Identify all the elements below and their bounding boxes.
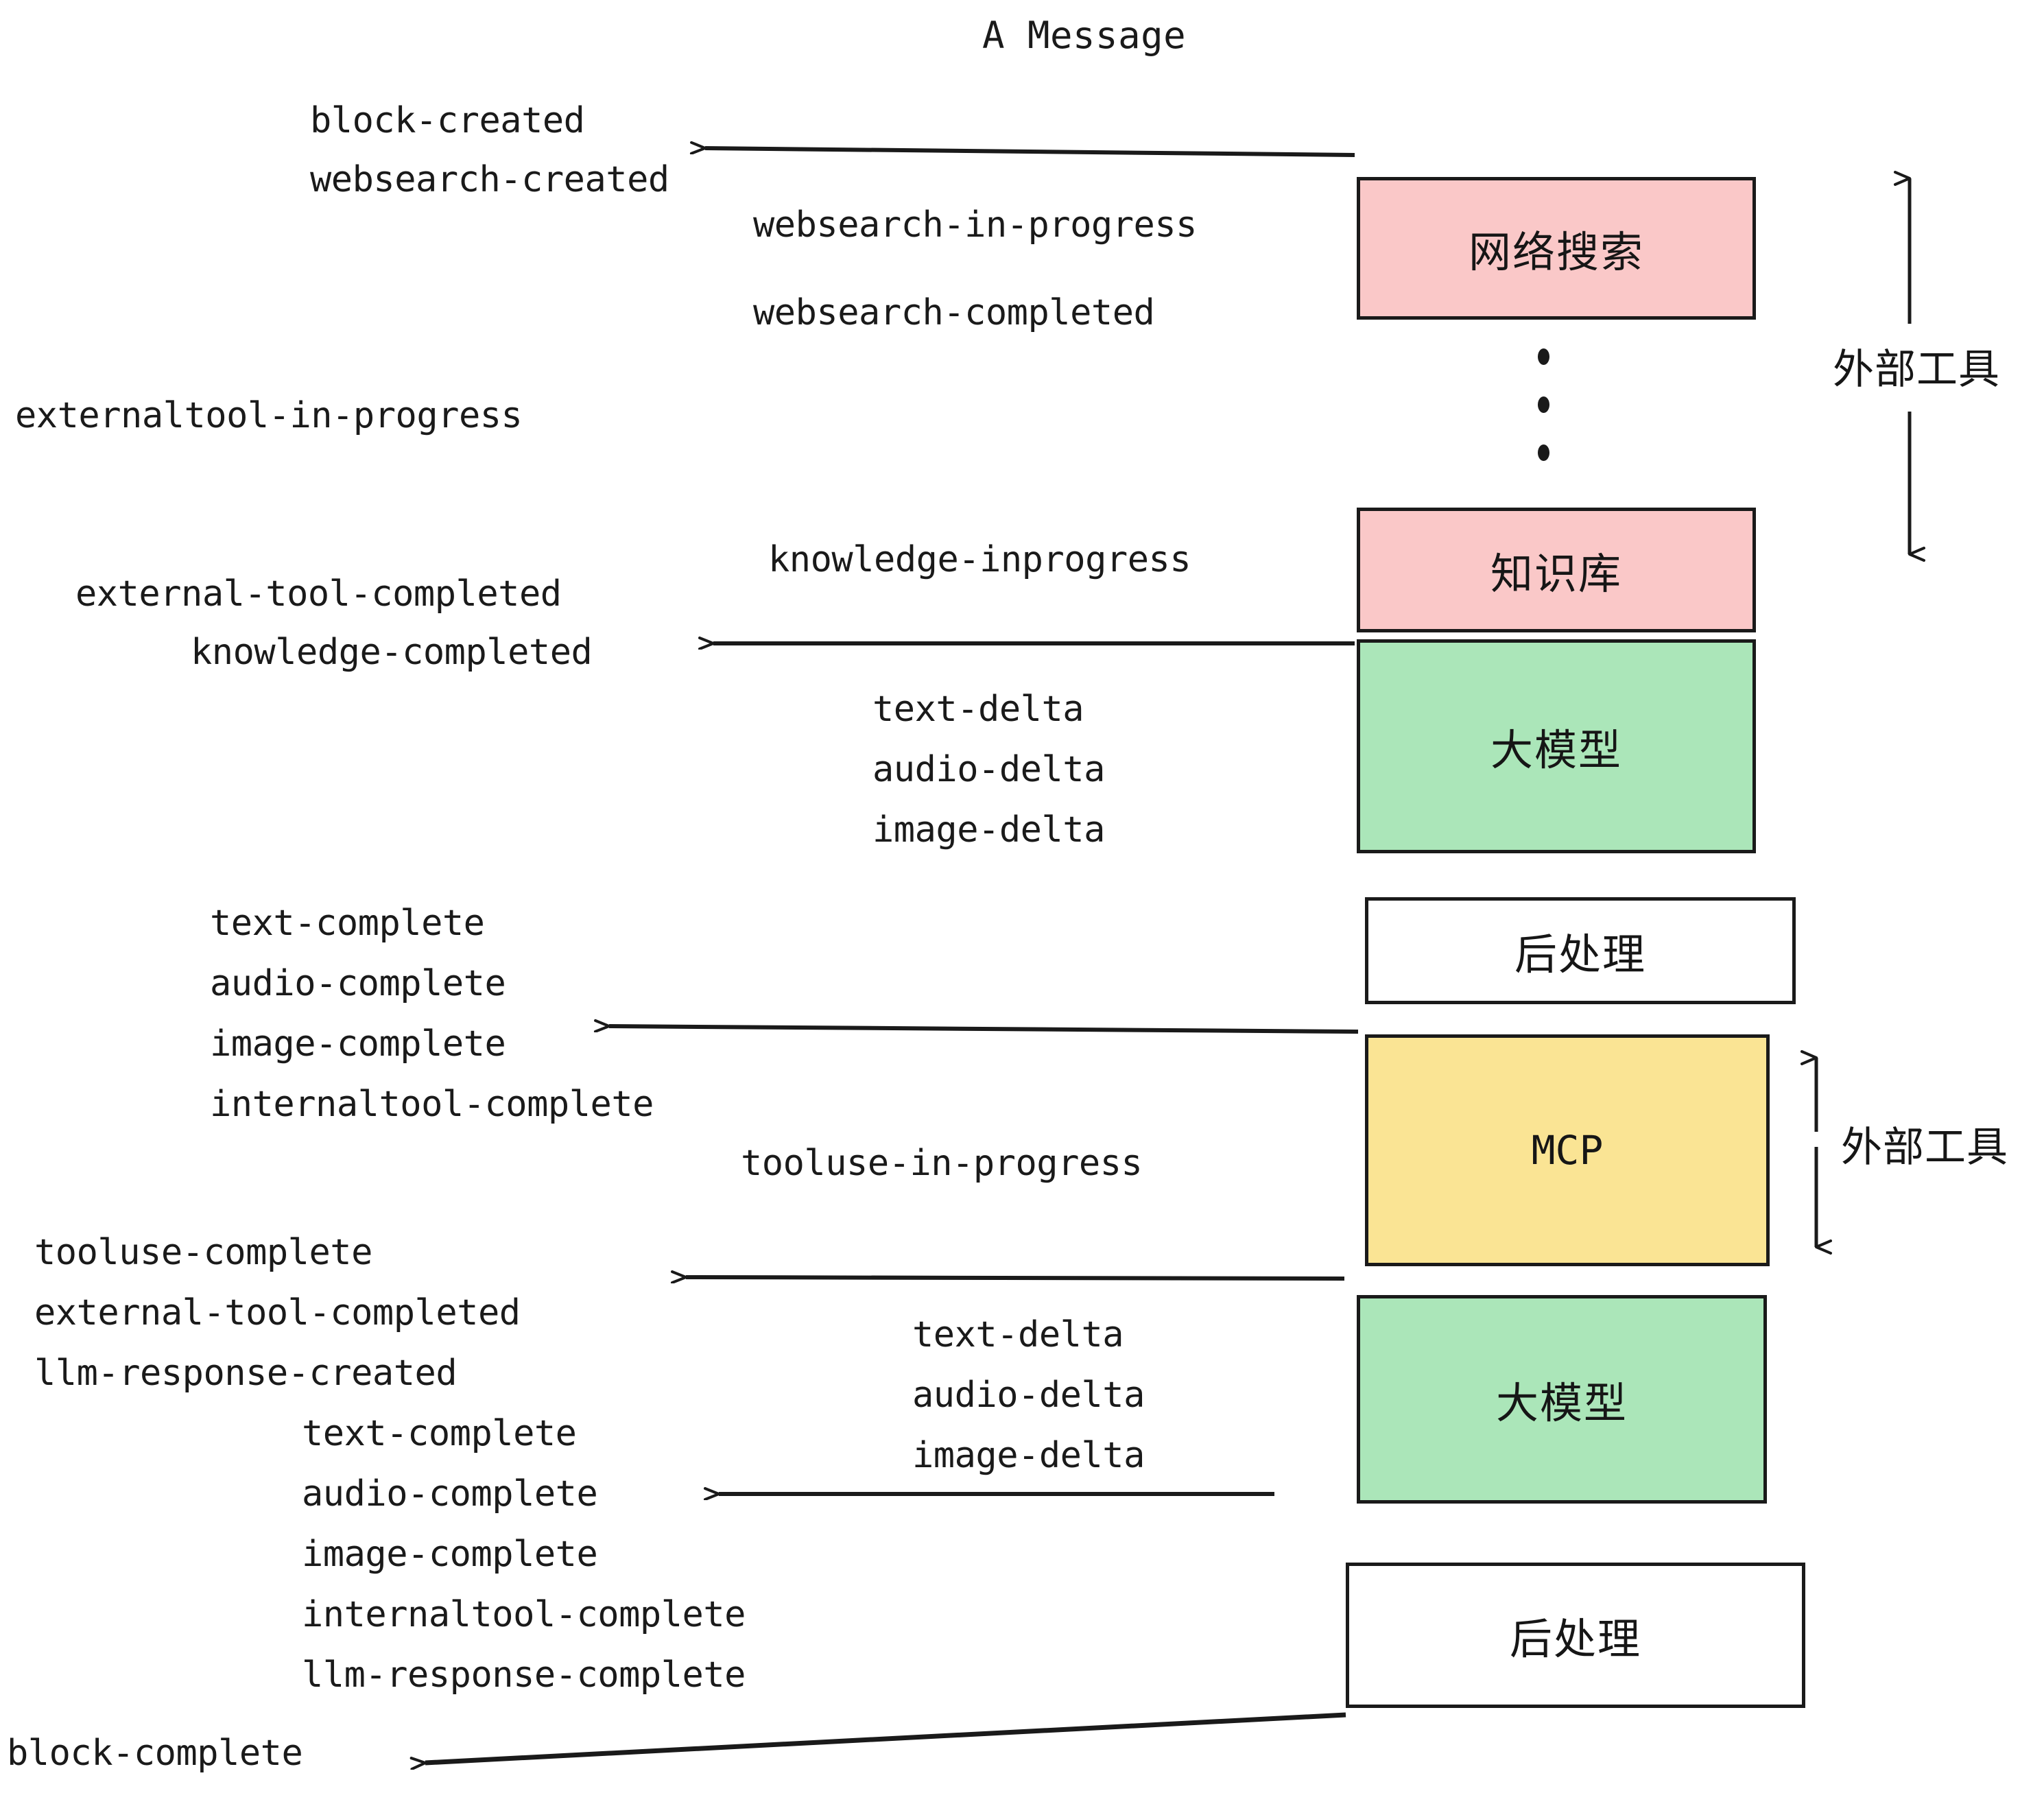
event-label-text-complete-2: text-complete	[302, 1413, 577, 1454]
event-label-tooluse-in-progress: tooluse-in-progress	[741, 1143, 1143, 1184]
event-label-knowledge-completed: knowledge-completed	[191, 632, 593, 673]
component-box-web-search[interactable]: 网络搜索	[1357, 177, 1756, 320]
side-label-external-tools-bottom: 外部工具	[1841, 1124, 2008, 1172]
component-box-label: 知识库	[1490, 549, 1622, 599]
event-label-text-delta-1: text-delta	[872, 689, 1084, 730]
event-label-block-complete: block-complete	[7, 1733, 303, 1774]
ellipsis-dot	[1538, 348, 1549, 365]
event-label-audio-complete-1: audio-complete	[210, 963, 506, 1004]
event-label-text-delta-2: text-delta	[912, 1314, 1124, 1355]
page-title: A Message	[982, 14, 1187, 57]
event-label-image-delta-1: image-delta	[872, 809, 1105, 851]
event-label-external-tool-completed-2: external-tool-completed	[34, 1292, 521, 1333]
arrow-image-complete	[609, 1026, 1359, 1034]
event-label-tooluse-complete: tooluse-complete	[34, 1232, 372, 1273]
component-box-label: MCP	[1531, 1127, 1604, 1174]
event-label-audio-complete-2: audio-complete	[302, 1473, 598, 1515]
component-box-label: 大模型	[1495, 1378, 1628, 1428]
arrow-tooluse-complete	[686, 1277, 1345, 1279]
ellipsis-dot	[1538, 444, 1549, 461]
event-label-websearch-completed: websearch-completed	[753, 292, 1155, 333]
ellipsis-dot	[1538, 396, 1549, 413]
component-box-label: 大模型	[1490, 725, 1622, 775]
event-label-llm-response-complete: llm-response-complete	[302, 1654, 746, 1696]
component-box-postprocess-2[interactable]: 后处理	[1346, 1563, 1805, 1708]
event-label-text-complete-1: text-complete	[210, 903, 485, 944]
event-label-llm-response-created: llm-response-created	[34, 1353, 457, 1394]
event-label-internaltool-complete-2: internaltool-complete	[302, 1594, 746, 1635]
arrow-websearch-created	[705, 148, 1355, 157]
event-label-image-delta-2: image-delta	[912, 1435, 1145, 1476]
arrow-block-complete	[425, 1712, 1346, 1763]
event-label-image-complete-2: image-complete	[302, 1534, 598, 1575]
event-label-internaltool-complete-1: internaltool-complete	[210, 1084, 654, 1125]
side-label-external-tools-top: 外部工具	[1833, 346, 2000, 394]
event-label-block-created: block-created	[310, 100, 585, 141]
component-box-llm-2[interactable]: 大模型	[1357, 1295, 1767, 1504]
event-label-websearch-in-progress: websearch-in-progress	[753, 204, 1197, 246]
component-box-knowledge-base[interactable]: 知识库	[1357, 508, 1756, 632]
component-box-label: 后处理	[1514, 929, 1646, 980]
component-box-llm-1[interactable]: 大模型	[1357, 639, 1756, 853]
event-label-externaltool-in-progress: externaltool-in-progress	[15, 395, 523, 436]
event-label-audio-delta-2: audio-delta	[912, 1375, 1145, 1416]
event-label-knowledge-inprogress: knowledge-inprogress	[768, 539, 1191, 580]
component-box-label: 后处理	[1509, 1614, 1641, 1664]
event-label-websearch-created: websearch-created	[310, 159, 669, 200]
component-box-label: 网络搜索	[1468, 227, 1644, 277]
event-label-audio-delta-1: audio-delta	[872, 749, 1105, 790]
event-label-external-tool-completed-1: external-tool-completed	[75, 573, 562, 615]
component-box-postprocess-1[interactable]: 后处理	[1365, 897, 1796, 1004]
event-label-image-complete-1: image-complete	[210, 1023, 506, 1065]
component-box-mcp[interactable]: MCP	[1365, 1034, 1770, 1266]
